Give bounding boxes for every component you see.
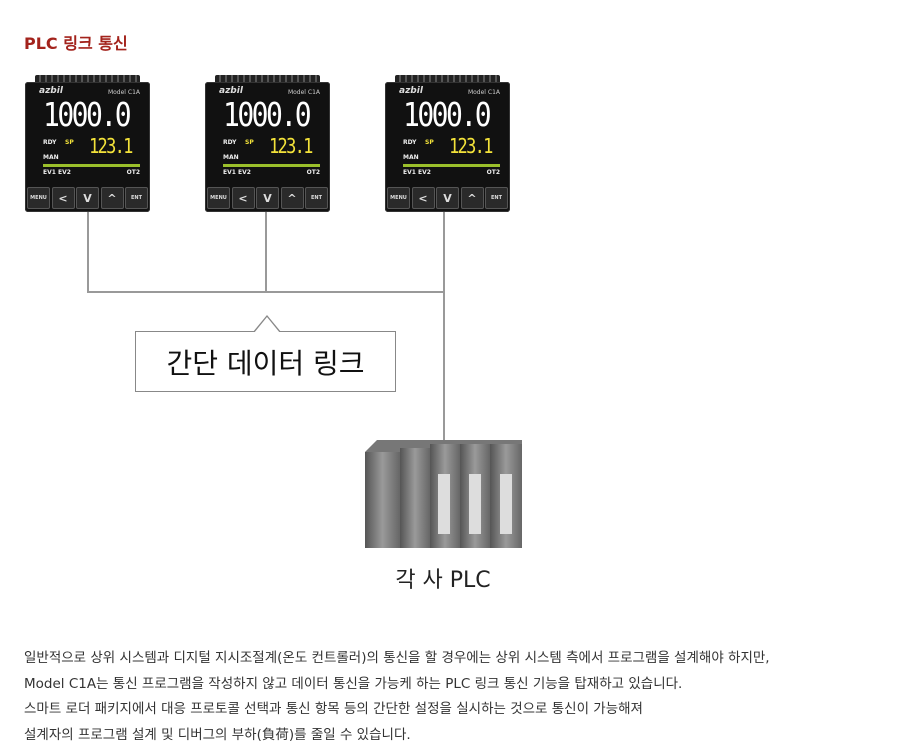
connector-line — [443, 212, 445, 442]
rdy-indicator: RDY — [223, 139, 237, 146]
section-title: PLC 링크 통신 — [24, 34, 128, 53]
ev-indicator: EV1 EV2 — [43, 169, 71, 176]
up-button[interactable]: ^ — [460, 187, 484, 209]
ot-indicator: OT2 — [306, 169, 320, 176]
ev-indicator: EV1 EV2 — [403, 169, 431, 176]
ot-indicator: OT2 — [126, 169, 140, 176]
temperature-controller: azbil Model C1A 1000.0 RDY SP 123.1 MAN … — [385, 75, 510, 212]
left-fn-button[interactable]: < — [411, 187, 435, 209]
enter-button[interactable]: ENT — [125, 187, 148, 209]
man-indicator: MAN — [223, 154, 239, 161]
bargraph — [403, 164, 500, 167]
enter-button[interactable]: ENT — [485, 187, 508, 209]
description-line: 설계자의 프로그램 설계 및 디버그의 부하(負荷)를 줄일 수 있습니다. — [24, 726, 411, 743]
pv-display: 1000.0 — [43, 95, 132, 134]
left-fn-button[interactable]: < — [231, 187, 255, 209]
connector-line — [265, 212, 267, 293]
bargraph — [223, 164, 320, 167]
vent — [395, 75, 500, 83]
man-indicator: MAN — [43, 154, 59, 161]
sv-display: 123.1 — [449, 134, 493, 158]
connector-line — [87, 291, 445, 293]
description-paragraph: 일반적으로 상위 시스템과 디지털 지시조절계(온도 컨트롤러)의 통신을 할 … — [24, 646, 770, 748]
up-button[interactable]: ^ — [280, 187, 304, 209]
sv-display: 123.1 — [269, 134, 313, 158]
pv-display: 1000.0 — [403, 95, 492, 134]
plc-icon — [365, 440, 522, 548]
brand-logo: azbil — [399, 86, 423, 96]
brand-logo: azbil — [219, 86, 243, 96]
temperature-controller: azbil Model C1A 1000.0 RDY SP 123.1 MAN … — [25, 75, 150, 212]
menu-button[interactable]: MENU — [207, 187, 230, 209]
model-label: Model C1A — [107, 89, 140, 96]
enter-button[interactable]: ENT — [305, 187, 328, 209]
pv-display: 1000.0 — [223, 95, 312, 134]
man-indicator: MAN — [403, 154, 419, 161]
model-label: Model C1A — [467, 89, 500, 96]
connector-line — [87, 212, 89, 293]
menu-button[interactable]: MENU — [27, 187, 50, 209]
bargraph — [43, 164, 140, 167]
ev-indicator: EV1 EV2 — [223, 169, 251, 176]
sp-indicator: SP — [425, 139, 434, 146]
vent — [35, 75, 140, 83]
description-line: 스마트 로더 패키지에서 대응 프로토콜 선택과 통신 항목 등의 간단한 설정… — [24, 701, 643, 717]
sp-indicator: SP — [245, 139, 254, 146]
brand-logo: azbil — [39, 86, 63, 96]
plc-label: 각 사 PLC — [395, 568, 491, 593]
model-label: Model C1A — [287, 89, 320, 96]
sv-display: 123.1 — [89, 134, 133, 158]
description-line: 일반적으로 상위 시스템과 디지털 지시조절계(온도 컨트롤러)의 통신을 할 … — [24, 650, 770, 666]
description-line: Model C1A는 통신 프로그램을 작성하지 않고 데이터 통신을 가능케 … — [24, 675, 683, 692]
temperature-controller: azbil Model C1A 1000.0 RDY SP 123.1 MAN … — [205, 75, 330, 212]
callout-pointer-fill — [254, 317, 280, 333]
left-fn-button[interactable]: < — [51, 187, 75, 209]
up-button[interactable]: ^ — [100, 187, 124, 209]
sp-indicator: SP — [65, 139, 74, 146]
down-button[interactable]: V — [76, 187, 99, 209]
callout-box: 간단 데이터 링크 — [135, 331, 396, 392]
down-button[interactable]: V — [256, 187, 279, 209]
rdy-indicator: RDY — [403, 139, 417, 146]
rdy-indicator: RDY — [43, 139, 57, 146]
callout-text: 간단 데이터 링크 — [166, 346, 365, 380]
down-button[interactable]: V — [436, 187, 459, 209]
menu-button[interactable]: MENU — [387, 187, 410, 209]
vent — [215, 75, 320, 83]
ot-indicator: OT2 — [486, 169, 500, 176]
